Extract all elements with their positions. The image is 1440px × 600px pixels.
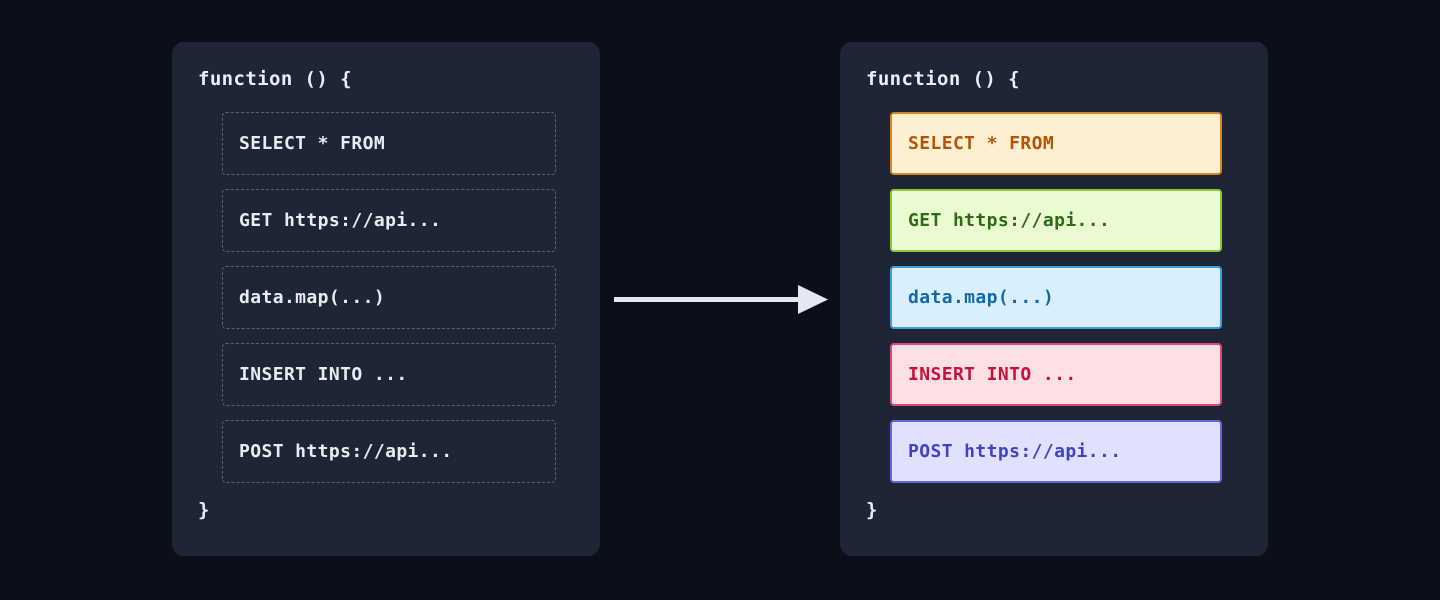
before-function-open-brace: function () {	[198, 68, 352, 90]
before-function-close-brace: }	[198, 499, 210, 521]
after-chunk-list: SELECT * FROM GET https://api... data.map(…	[890, 112, 1242, 483]
after-chunk-0[interactable]: SELECT * FROM	[890, 112, 1222, 175]
before-chunk-4[interactable]: POST https://api...	[222, 420, 556, 483]
after-chunk-4[interactable]: POST https://api...	[890, 420, 1222, 483]
after-chunk-1[interactable]: GET https://api...	[890, 189, 1222, 252]
before-chunk-list: SELECT * FROM GET https://api... data.map(…	[222, 112, 574, 483]
before-chunk-3[interactable]: INSERT INTO ...	[222, 343, 556, 406]
before-chunk-2[interactable]: data.map(...)	[222, 266, 556, 329]
before-chunk-1[interactable]: GET https://api...	[222, 189, 556, 252]
before-panel: function () { SELECT * FROM GET https://a…	[172, 42, 600, 556]
after-chunk-3[interactable]: INSERT INTO ...	[890, 343, 1222, 406]
after-panel: function () { SELECT * FROM GET https://a…	[840, 42, 1268, 556]
before-chunk-0[interactable]: SELECT * FROM	[222, 112, 556, 175]
after-chunk-2[interactable]: data.map(...)	[890, 266, 1222, 329]
after-function-open-brace: function () {	[866, 68, 1020, 90]
after-function-close-brace: }	[866, 499, 878, 521]
transformation-arrow-icon	[614, 285, 828, 314]
